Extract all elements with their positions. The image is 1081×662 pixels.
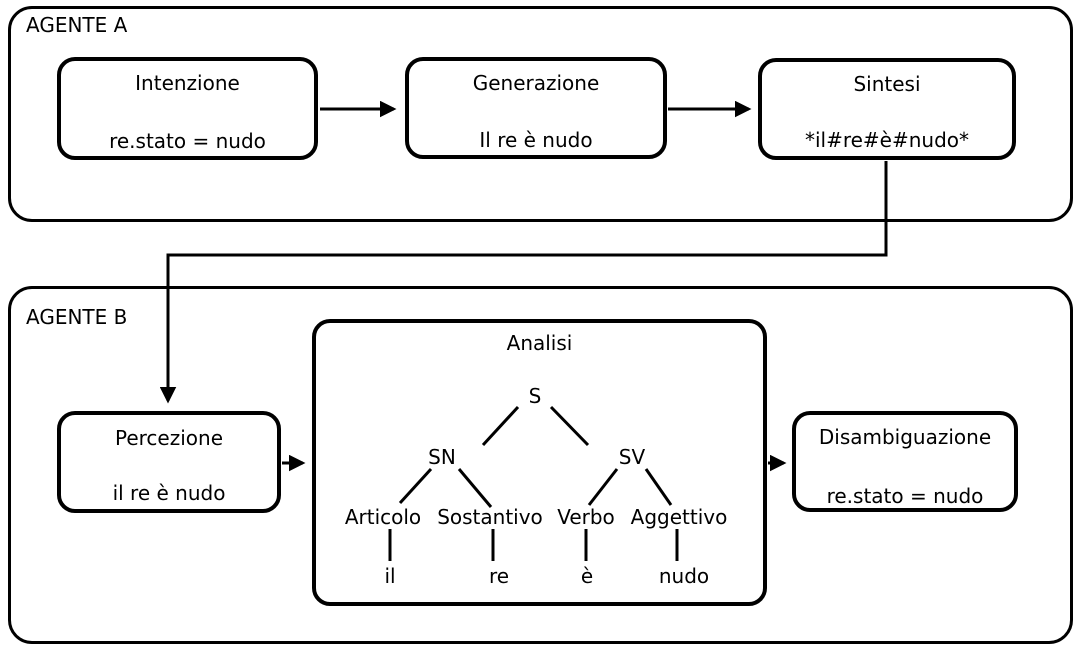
tree-node-s: S bbox=[528, 384, 542, 408]
box-sintesi-value: *il#re#è#nudo* bbox=[804, 128, 970, 152]
tree-node-verbo: Verbo bbox=[557, 505, 615, 529]
box-generazione-title: Generazione bbox=[472, 71, 600, 95]
box-generazione: Generazione Il re è nudo bbox=[405, 57, 667, 159]
box-sintesi: Sintesi *il#re#è#nudo* bbox=[758, 58, 1016, 160]
tree-node-sv: SV bbox=[618, 445, 646, 469]
box-percezione: Percezione il re è nudo bbox=[57, 411, 281, 513]
box-percezione-value: il re è nudo bbox=[112, 481, 226, 505]
tree-node-sn: SN bbox=[428, 445, 456, 469]
box-intenzione-title: Intenzione bbox=[135, 71, 240, 95]
box-percezione-title: Percezione bbox=[114, 426, 223, 450]
box-analisi: Analisi bbox=[312, 319, 767, 606]
agent-b-label: AGENTE B bbox=[26, 305, 128, 329]
box-disambiguazione-value: re.stato = nudo bbox=[826, 484, 984, 508]
box-disambiguazione-title: Disambiguazione bbox=[818, 425, 992, 449]
tree-node-articolo: Articolo bbox=[344, 505, 422, 529]
box-disambiguazione: Disambiguazione re.stato = nudo bbox=[792, 411, 1018, 512]
box-generazione-value: Il re è nudo bbox=[479, 128, 593, 152]
tree-word-re: re bbox=[488, 564, 510, 588]
box-analisi-title: Analisi bbox=[506, 331, 573, 355]
tree-word-il: il bbox=[384, 564, 396, 588]
box-sintesi-title: Sintesi bbox=[853, 72, 921, 96]
tree-node-sostantivo: Sostantivo bbox=[437, 505, 543, 529]
tree-word-e: è bbox=[580, 564, 594, 588]
box-intenzione-value: re.stato = nudo bbox=[109, 129, 266, 153]
agent-a-label: AGENTE A bbox=[26, 13, 128, 37]
tree-node-aggettivo: Aggettivo bbox=[630, 505, 728, 529]
tree-word-nudo: nudo bbox=[658, 564, 710, 588]
box-intenzione: Intenzione re.stato = nudo bbox=[57, 57, 318, 160]
